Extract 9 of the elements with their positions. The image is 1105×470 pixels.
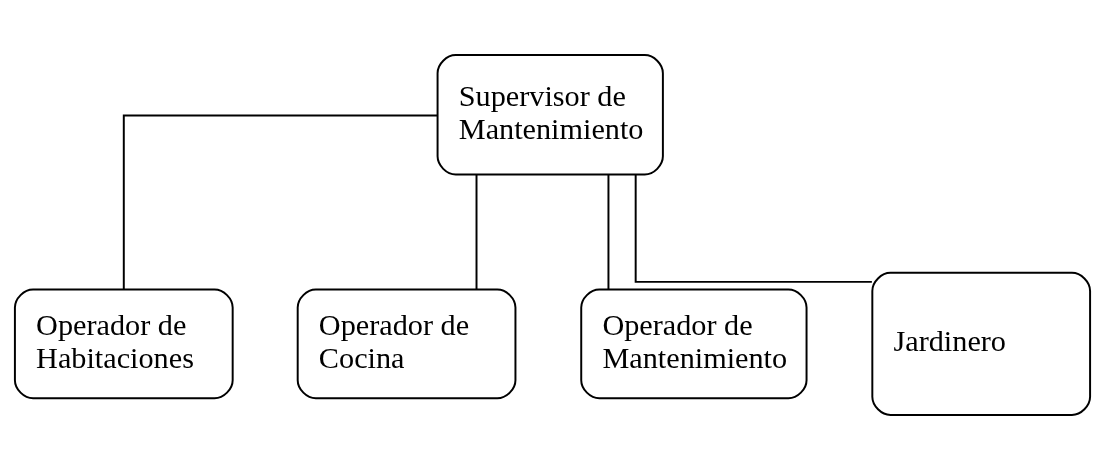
connector [122,114,439,291]
node-box: Jardinero [871,271,1092,416]
connector [634,173,873,283]
connector [607,174,610,291]
connector [475,174,478,291]
node-box: Operador de Habitaciones [13,288,234,400]
node-box: Operador de Cocina [296,288,517,400]
node-box: Supervisor de Mantenimiento [436,54,664,176]
node-box: Operador de Mantenimiento [580,288,808,400]
